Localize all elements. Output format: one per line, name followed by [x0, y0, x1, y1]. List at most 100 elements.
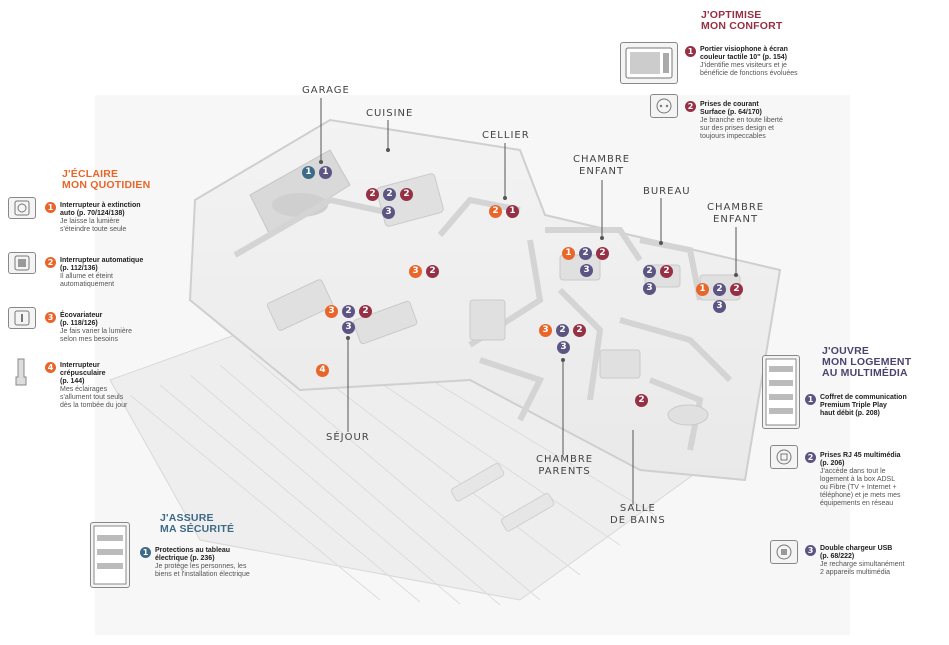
item-desc: ou Fibre (TV + Internet +	[820, 484, 897, 491]
multimedia-marker-3: 3	[342, 321, 355, 334]
eclaire-marker-3: 3	[409, 265, 422, 278]
item-title: Portier visiophone à écran	[700, 46, 788, 53]
item-desc: téléphone) et je mets mes	[820, 492, 901, 499]
room-label-bureau: BUREAU	[643, 186, 691, 197]
item-desc: logement à la box ADSL	[820, 476, 896, 483]
item-title: auto (p. 70/124/138)	[60, 210, 125, 217]
heading-line: J'OUVRE	[822, 345, 870, 357]
item-number: 4	[45, 362, 56, 373]
item-desc: selon mes besoins	[60, 336, 118, 343]
confort-marker-2: 2	[596, 247, 609, 260]
item-title: Surface (p. 64/170)	[700, 109, 762, 116]
multimedia-marker-3: 3	[580, 264, 593, 277]
multimedia-marker-1: 1	[319, 166, 332, 179]
auto-switch-icon	[8, 197, 36, 219]
confort-marker-2: 2	[359, 305, 372, 318]
item-title: Protections au tableau	[155, 547, 231, 554]
room-label-chambre-enfant-2: CHAMBRE ENFANT	[707, 202, 764, 226]
multimedia-marker-2: 2	[556, 324, 569, 337]
room-label-line: CHAMBRE	[573, 154, 631, 165]
dimmer-icon	[8, 307, 36, 329]
multimedia-marker-2: 2	[643, 265, 656, 278]
room-label-cuisine: CUISINE	[366, 108, 414, 119]
item-title: Double chargeur USB	[820, 545, 893, 552]
rj45-socket-icon	[770, 445, 798, 469]
item-desc: s'éteindre toute seule	[60, 226, 127, 233]
item-desc: biens et l'installation électrique	[155, 571, 250, 578]
item-title: (p. 118/126)	[60, 320, 98, 327]
multimedia-marker-2: 2	[713, 283, 726, 296]
item-title: Coffret de communication	[820, 394, 907, 401]
eclaire-marker-3: 3	[539, 324, 552, 337]
item-desc: bénéficie de fonctions évoluées	[700, 70, 798, 77]
item-desc: équipements en réseau	[820, 500, 894, 507]
multimedia-marker-2: 2	[579, 247, 592, 260]
room-label-line: DE BAINS	[610, 515, 666, 526]
heading-line: J'OPTIMISE	[701, 9, 762, 21]
item-desc: Il allume et éteint	[60, 273, 113, 280]
item-title: Prises de courant	[700, 101, 759, 108]
item-title: électrique (p. 236)	[155, 555, 215, 562]
item-number: 1	[140, 547, 151, 558]
confort-marker-1: 1	[506, 205, 519, 218]
room-label-cellier: CELLIER	[482, 130, 530, 141]
item-title: Interrupteur	[60, 362, 100, 369]
confort-marker-2: 2	[573, 324, 586, 337]
eclaire-item-3: 3 Écovariateur(p. 118/126)Je fais varier…	[45, 312, 132, 344]
eclaire-heading: J'ÉCLAIRE MON QUOTIDIEN	[62, 169, 150, 191]
item-desc: sur des prises design et	[700, 125, 774, 132]
power-socket-icon	[650, 94, 678, 118]
multimedia-marker-3: 3	[643, 282, 656, 295]
communication-box-icon	[762, 355, 800, 429]
confort-marker-2: 2	[730, 283, 743, 296]
multimedia-marker-2: 2	[342, 305, 355, 318]
room-label-line: ENFANT	[579, 166, 625, 177]
eclaire-marker-1: 1	[562, 247, 575, 260]
room-label-line: SALLE	[619, 503, 656, 514]
confort-heading: J'OPTIMISE MON CONFORT	[701, 10, 783, 32]
heading-line: MON QUOTIDIEN	[62, 179, 151, 191]
room-label-garage: GARAGE	[302, 85, 350, 96]
confort-marker-2: 2	[366, 188, 379, 201]
item-desc: Je recharge simultanément	[820, 561, 905, 568]
item-number: 3	[805, 545, 816, 556]
room-label-chambre-parents: CHAMBRE PARENTS	[536, 454, 593, 478]
multimedia-heading: J'OUVRE MON LOGEMENT AU MULTIMÉDIA	[822, 346, 911, 379]
item-desc: automatiquement	[60, 281, 115, 288]
item-desc: Je fais varier la lumière	[60, 328, 132, 335]
item-title: (p. 112/136)	[60, 265, 98, 272]
room-label-line: CHAMBRE	[707, 202, 765, 213]
item-desc: toujours impeccables	[700, 133, 766, 140]
item-desc: dès la tombée du jour	[60, 402, 128, 409]
item-title: crépusculaire	[60, 370, 106, 377]
multimedia-marker-2: 2	[383, 188, 396, 201]
multimedia-marker-3: 3	[382, 206, 395, 219]
item-title: Interrupteur à extinction	[60, 202, 141, 209]
electrical-panel-icon	[90, 522, 130, 588]
securite-heading: J'ASSURE MA SÉCURITÉ	[160, 513, 234, 535]
item-number: 1	[45, 202, 56, 213]
heading-line: MA SÉCURITÉ	[160, 523, 235, 535]
heading-line: J'ÉCLAIRE	[62, 168, 119, 180]
item-title: couleur tactile 10'' (p. 154)	[700, 54, 787, 61]
confort-marker-2: 2	[635, 394, 648, 407]
room-label-line: ENFANT	[713, 214, 759, 225]
confort-marker-2: 2	[426, 265, 439, 278]
item-number: 1	[685, 46, 696, 57]
room-label-line: CHAMBRE	[536, 454, 594, 465]
room-label-salle-de-bains: SALLE DE BAINS	[610, 503, 666, 527]
eclaire-marker-3: 3	[325, 305, 338, 318]
room-label-line: PARENTS	[538, 466, 591, 477]
item-number: 2	[685, 101, 696, 112]
item-desc: J'accède dans tout le	[820, 468, 886, 475]
item-desc: s'allument tout seuls	[60, 394, 124, 401]
item-title: (p. 206)	[820, 460, 845, 467]
item-title: Premium Triple Play	[820, 402, 887, 409]
item-number: 2	[45, 257, 56, 268]
item-title: Interrupteur automatique	[60, 257, 144, 264]
